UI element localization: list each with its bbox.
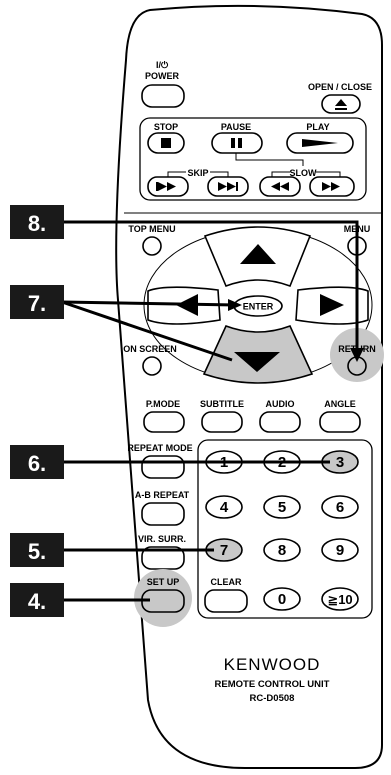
step-6-marker: 6.: [10, 445, 64, 479]
model-number: RC-D0508: [250, 693, 295, 704]
key-0[interactable]: 0: [263, 587, 301, 611]
open-close-label: OPEN / CLOSE: [308, 82, 372, 92]
callout-line-7-enter: [61, 300, 237, 307]
pause-label: PAUSE: [221, 122, 251, 132]
play-icon: [302, 139, 338, 147]
key-3-label: 3: [336, 454, 344, 471]
key-8[interactable]: 8: [263, 538, 301, 562]
stop-label: STOP: [154, 122, 178, 132]
key-7-label: 7: [220, 542, 228, 559]
down-arrow-icon: [234, 352, 280, 372]
step-5-marker: 5.: [10, 533, 64, 567]
key-6[interactable]: 6: [321, 495, 359, 519]
pause-slow-bracket: [235, 153, 304, 166]
repeat-mode-button[interactable]: [141, 455, 185, 479]
unit-subtitle: REMOTE CONTROL UNIT: [215, 679, 330, 690]
numpad-panel: [197, 439, 373, 619]
power-label: POWER: [145, 71, 180, 81]
step-4-marker: 4.: [10, 583, 64, 617]
brand-logo: KENWOOD: [224, 655, 321, 674]
power-symbol-label: I/⏻: [156, 60, 169, 70]
slow-label: SLOW: [290, 168, 318, 178]
step-4-label: 4.: [28, 589, 46, 614]
subtitle-button[interactable]: [201, 411, 243, 433]
skip-label: SKIP: [187, 168, 208, 178]
step-8-marker: 8.: [10, 205, 64, 239]
audio-label: AUDIO: [266, 399, 295, 409]
step-8-label: 8.: [28, 211, 46, 236]
key-6-label: 6: [336, 499, 344, 516]
power-button[interactable]: [141, 84, 185, 108]
pause-button[interactable]: [211, 132, 263, 154]
vir-surr-label: VIR. SURR.: [138, 534, 186, 544]
callout-arrowhead-7: [228, 299, 242, 311]
pmode-button[interactable]: [143, 411, 185, 433]
skip-forward-icon: [218, 182, 238, 191]
callout-arrowhead-8: [350, 348, 364, 362]
setup-label: SET UP: [147, 577, 180, 587]
on-screen-label: ON SCREEN: [123, 344, 177, 354]
key-5[interactable]: 5: [263, 495, 301, 519]
play-label: PLAY: [306, 122, 329, 132]
angle-label: ANGLE: [324, 399, 356, 409]
skip-back-icon: [156, 182, 176, 191]
on-screen-button[interactable]: [142, 356, 162, 376]
callout-line-7-down: [61, 300, 233, 362]
pause-icon: [231, 138, 242, 148]
key-9[interactable]: 9: [321, 538, 359, 562]
pmode-label: P.MODE: [146, 399, 180, 409]
key-4[interactable]: 4: [205, 495, 243, 519]
key-10plus-label: ≧10: [327, 592, 352, 607]
top-menu-label: TOP MENU: [128, 224, 175, 234]
stop-icon: [161, 138, 171, 148]
callout-line-8: [64, 220, 359, 356]
repeat-mode-label: REPEAT MODE: [127, 443, 192, 453]
clear-button[interactable]: [204, 589, 248, 613]
eject-icon: [335, 99, 347, 110]
up-arrow-icon: [240, 244, 276, 264]
key-10plus[interactable]: ≧10: [321, 587, 359, 611]
subtitle-label: SUBTITLE: [200, 399, 244, 409]
clear-label: CLEAR: [211, 577, 242, 587]
key-0-label: 0: [278, 591, 286, 608]
step-7-label: 7.: [28, 291, 46, 316]
audio-button[interactable]: [259, 411, 301, 433]
slow-back-icon: [271, 182, 289, 191]
right-arrow-icon: [320, 294, 344, 316]
enter-label: ENTER: [243, 302, 274, 312]
step-5-label: 5.: [28, 539, 46, 564]
callout-lines: [61, 220, 359, 602]
angle-button[interactable]: [319, 411, 361, 433]
key-8-label: 8: [278, 542, 286, 559]
step-7-marker: 7.: [10, 285, 64, 319]
ab-repeat-label: A-B REPEAT: [135, 490, 190, 500]
slow-forward-icon: [322, 182, 340, 191]
key-5-label: 5: [278, 499, 286, 516]
key-4-label: 4: [220, 499, 229, 516]
step-6-label: 6.: [28, 451, 46, 476]
top-menu-button[interactable]: [142, 236, 162, 256]
ab-repeat-button[interactable]: [141, 502, 185, 526]
key-9-label: 9: [336, 542, 344, 559]
